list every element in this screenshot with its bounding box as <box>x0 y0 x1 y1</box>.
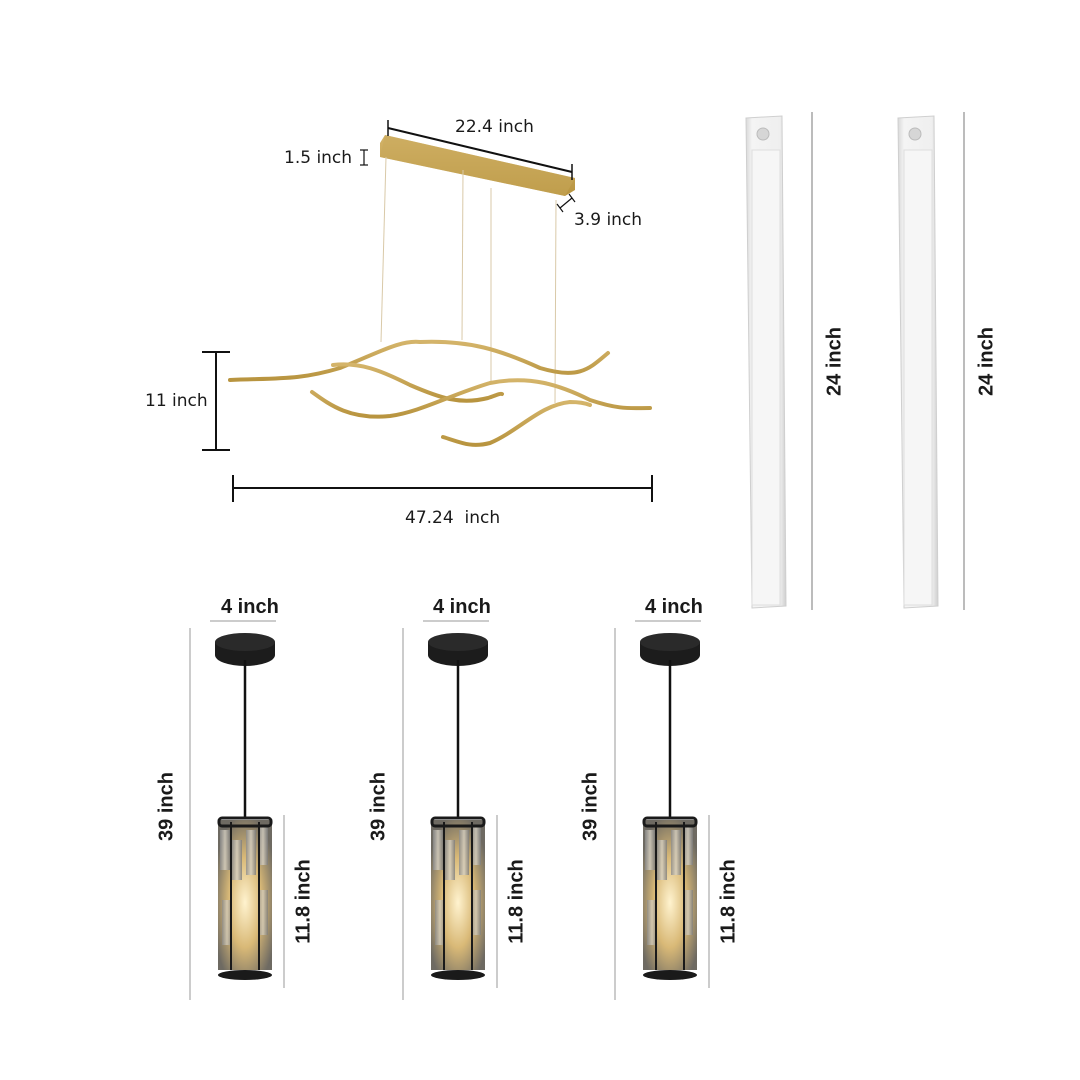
pendant-drawing-1 <box>189 620 285 1000</box>
pendant-drawing-2 <box>402 620 498 1000</box>
pendant-3-height-label: 39 inch <box>579 772 602 841</box>
pendant-2-shade-label: 11.8 inch <box>505 859 528 944</box>
dim-47-inch <box>232 475 653 502</box>
canopy-depth-label: 3.9 inch <box>574 210 643 230</box>
light-bar-2 <box>897 112 965 610</box>
pendant-1-height-label: 39 inch <box>155 772 178 841</box>
light-bar-2-length-label: 24 inch <box>975 327 998 396</box>
light-bar-1-length-label: 24 inch <box>823 327 846 396</box>
light-bar-1 <box>745 112 813 610</box>
dim-11-inch <box>202 351 230 451</box>
pendant-2-height-label: 39 inch <box>367 772 390 841</box>
pendant-1-shade-label: 11.8 inch <box>292 859 315 944</box>
pendant-1-width-label: 4 inch <box>221 596 279 618</box>
pendant-2-width-label: 4 inch <box>433 596 491 618</box>
canopy-length-label: 22.4 inch <box>455 117 534 137</box>
chandelier-waves <box>228 339 652 447</box>
fixture-width-label: 47.24 inch <box>405 508 501 528</box>
fixture-height-label: 11 inch <box>145 391 208 411</box>
pendant-3-width-label: 4 inch <box>645 596 703 618</box>
chandelier-canopy <box>360 120 576 213</box>
canopy-height-label: 1.5 inch <box>284 148 353 168</box>
pendant-3-shade-label: 11.8 inch <box>717 859 740 944</box>
suspension-wires <box>380 156 557 404</box>
pendant-drawing-3 <box>614 620 710 1000</box>
